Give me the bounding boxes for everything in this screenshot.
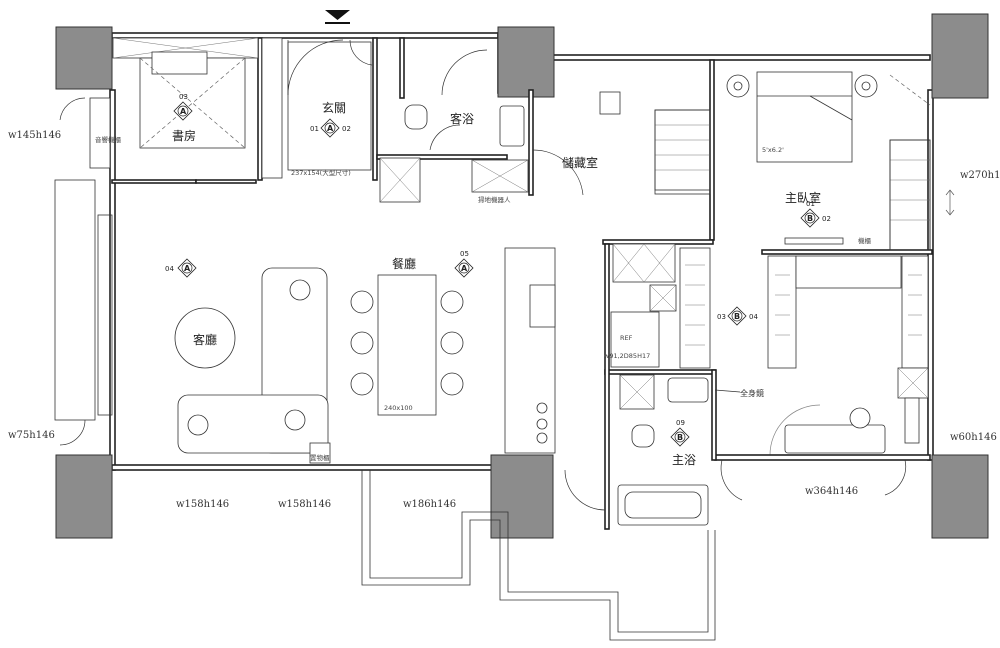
tag-living: A 04 [165, 258, 197, 278]
tag-letter: B [677, 433, 683, 442]
tag-right-number: 02 [342, 125, 351, 133]
tag-letter: A [180, 107, 187, 116]
tag-entry: A 01 02 [310, 118, 351, 138]
tag-top-number: 05 [460, 250, 469, 258]
label-tv-cabinet: 音響機櫃 [95, 135, 122, 144]
window-label-4: w158h146 [278, 499, 331, 510]
tag-closet: B 03 04 [717, 306, 758, 326]
entry-arrow-icon [325, 10, 350, 24]
tag-letter: A [327, 124, 334, 133]
room-label-master-bedroom: 主臥室 [785, 190, 821, 205]
tag-left-number: 01 [310, 125, 319, 133]
structural-columns [55, 13, 989, 539]
label-bed-size: 5'x6.2' [762, 146, 784, 154]
guest-bath [379, 49, 529, 203]
tag-top-number: 03 [179, 93, 188, 101]
window-label-7: w60h146 [950, 432, 997, 443]
living-room [54, 179, 331, 464]
label-shoe-cabinet: 置物櫃 [310, 453, 330, 462]
room-label-guest-bath: 客浴 [450, 111, 474, 126]
tag-master-bedroom: B 02 01 [800, 200, 831, 228]
label-full-mirror: 全身鏡 [740, 388, 764, 398]
label-robot-vacuum: 掃地機器人 [478, 195, 511, 204]
walk-in-closet [679, 247, 929, 456]
balcony [361, 470, 716, 641]
window-label-3: w158h146 [176, 499, 229, 510]
tag-right-number: 02 [822, 215, 831, 223]
tag-letter: A [461, 264, 468, 273]
room-label-entry: 玄關 [322, 100, 346, 115]
room-label-storage: 儲藏室 [562, 155, 598, 170]
label-fridge-dimension: w91,2D85H17 [604, 352, 650, 360]
window-label-6: w364h146 [805, 486, 858, 497]
tag-right-number: 04 [749, 313, 758, 321]
tag-top-number: 01 [806, 200, 815, 208]
tag-letter: B [807, 214, 813, 223]
master-bedroom [726, 71, 931, 251]
label-cabinet: 機櫃 [858, 236, 872, 245]
window-swings [59, 97, 906, 511]
kitchen [504, 243, 677, 454]
room-label-master-bath: 主浴 [672, 453, 696, 467]
tag-left-number: 04 [165, 265, 174, 273]
stairs [654, 109, 931, 251]
room-label-study: 書房 [172, 128, 196, 143]
study-room [89, 37, 283, 179]
dining-area [350, 274, 464, 416]
tag-letter: A [184, 264, 191, 273]
entry-area [287, 39, 373, 171]
tag-left-number: 03 [717, 313, 726, 321]
window-label-1: w145h146 [8, 130, 61, 141]
tag-letter: B [734, 312, 740, 321]
room-label-dining: 餐廳 [392, 256, 416, 271]
label-dining-table: 240x100 [384, 404, 413, 412]
tag-top-number: 09 [676, 419, 685, 427]
window-label-2: w75h146 [8, 430, 55, 441]
interior-walls [111, 37, 933, 530]
tag-master-bath: B 09 [670, 419, 690, 447]
tag-dining: A 05 [454, 250, 474, 278]
storage-room [532, 91, 711, 196]
dimension-arrow-icon [945, 189, 955, 216]
label-entry-dimension: 237x154(大型尺寸) [291, 168, 351, 177]
master-bath [617, 374, 741, 526]
label-fridge: REF [620, 334, 633, 342]
window-label-8: w270h146 [960, 170, 1000, 181]
room-label-living: 客廳 [193, 332, 217, 347]
window-label-5: w186h146 [403, 499, 456, 510]
tag-study: A 03 [173, 93, 193, 121]
